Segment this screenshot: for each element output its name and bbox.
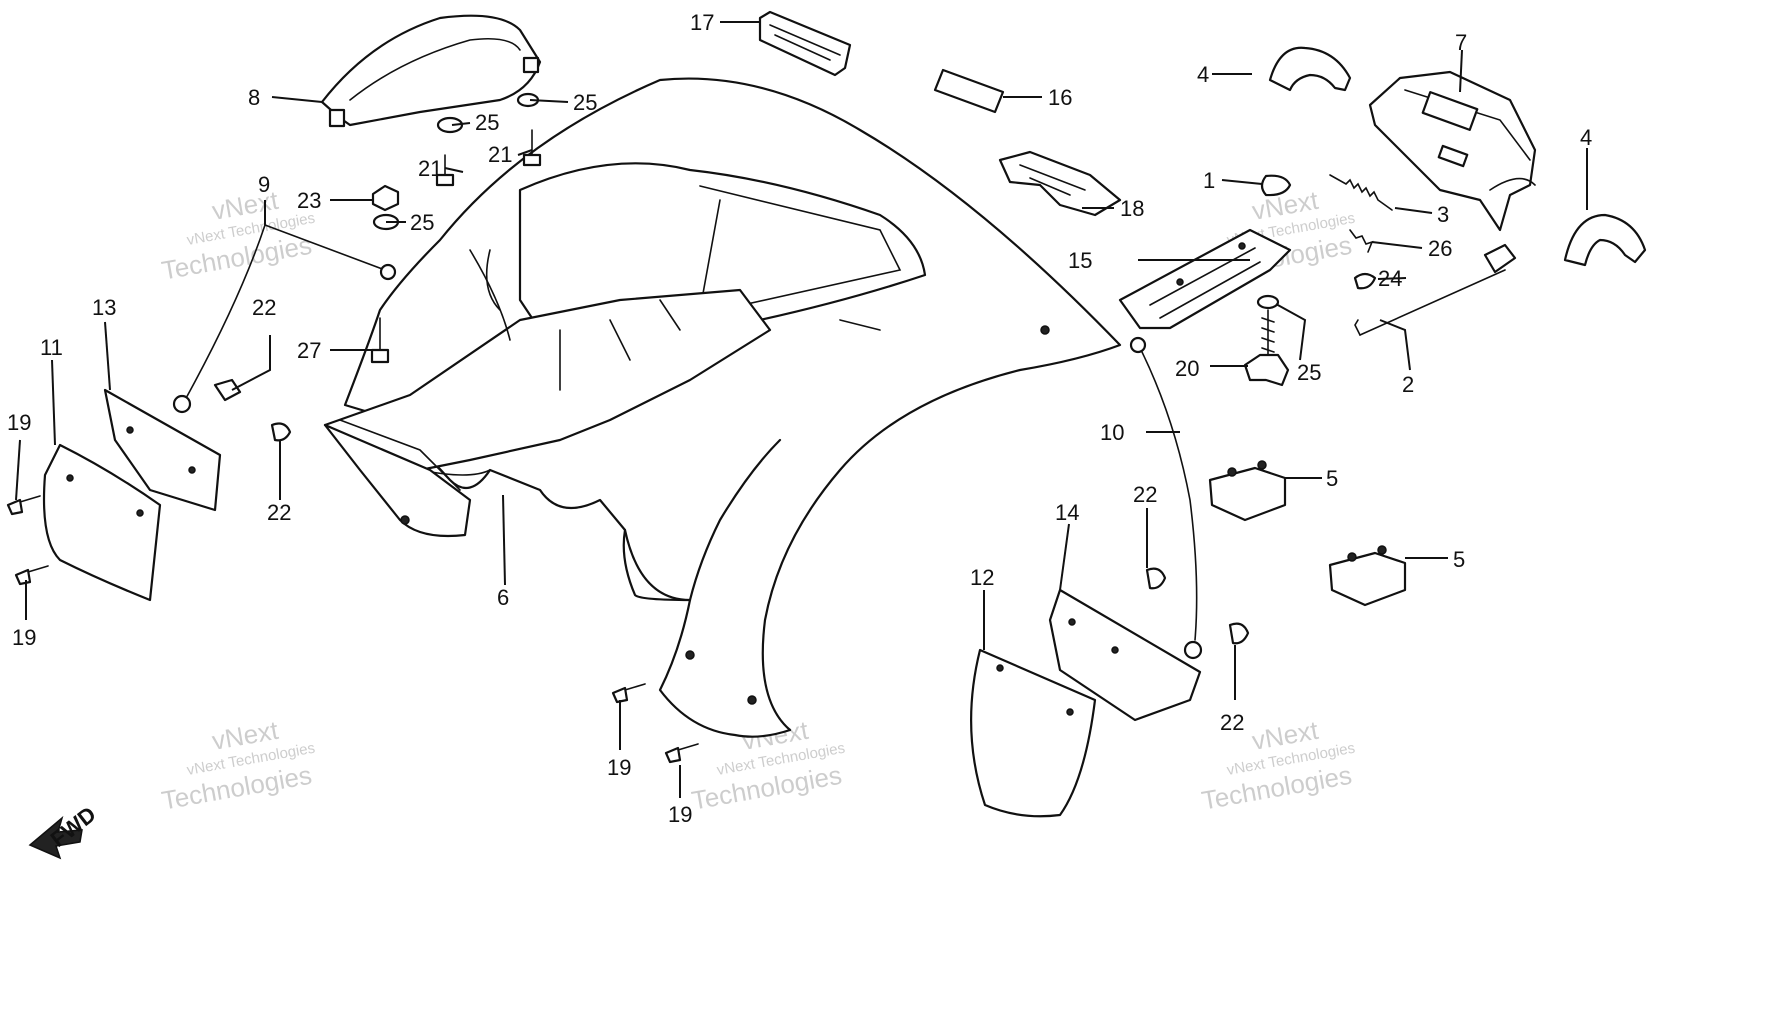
part-label-16: 16 xyxy=(1048,85,1072,110)
part-2-drawing xyxy=(1354,243,1517,336)
part-label-13: 13 xyxy=(92,295,116,320)
part-label-9: 9 xyxy=(258,172,270,197)
part-label-17: 17 xyxy=(690,10,714,35)
part-20-clamp-drawing xyxy=(1243,353,1290,387)
part-label-6: 6 xyxy=(497,585,509,610)
part-label-26: 26 xyxy=(1428,236,1452,261)
watermark: vNext Technologies vNext Technologies xyxy=(159,715,316,816)
part-labels: 17 8 25 25 21 21 23 25 9 27 22 22 13 11 … xyxy=(7,10,1592,827)
rear-fender-drawing xyxy=(323,77,1122,738)
part-13-drawing xyxy=(103,388,222,512)
part-label-10: 10 xyxy=(1100,420,1124,445)
part-label-14: 14 xyxy=(1055,500,1079,525)
part-label-5: 5 xyxy=(1453,547,1465,572)
part-label-25: 25 xyxy=(1297,360,1321,385)
part-label-19: 19 xyxy=(12,625,36,650)
part-label-8: 8 xyxy=(248,85,260,110)
part-14-drawing xyxy=(1048,588,1202,722)
part-26-drawing xyxy=(1349,229,1374,253)
part-label-5: 5 xyxy=(1326,466,1338,491)
part-label-22: 22 xyxy=(1220,710,1244,735)
part-label-20: 20 xyxy=(1175,356,1199,381)
part-label-19: 19 xyxy=(7,410,31,435)
part-4b-drawing xyxy=(1563,213,1647,267)
part-7-drawing xyxy=(1368,70,1537,232)
part-12-drawing xyxy=(970,648,1097,818)
part-label-24: 24 xyxy=(1378,266,1402,291)
forward-indicator: FWD xyxy=(28,801,101,860)
part-label-3: 3 xyxy=(1437,202,1449,227)
part-label-2: 2 xyxy=(1402,372,1414,397)
leader-lines xyxy=(15,21,1588,798)
part-9-drawing xyxy=(172,224,397,414)
part-label-19: 19 xyxy=(668,802,692,827)
part-label-22: 22 xyxy=(267,500,291,525)
part-20-stud-drawing xyxy=(1261,309,1275,361)
forward-arrow-icon xyxy=(28,815,83,860)
part-label-25: 25 xyxy=(410,210,434,235)
part-label-21: 21 xyxy=(488,142,512,167)
part-label-22: 22 xyxy=(1133,482,1157,507)
part-label-11: 11 xyxy=(40,335,63,360)
part-24-drawing xyxy=(1353,272,1377,290)
part-3-drawing xyxy=(1329,174,1393,211)
forward-label: FWD xyxy=(46,801,101,852)
part-label-22: 22 xyxy=(252,295,276,320)
part-label-25: 25 xyxy=(573,90,597,115)
part-10-drawing xyxy=(1129,336,1203,660)
part-label-4: 4 xyxy=(1197,62,1209,87)
part-16-drawing xyxy=(933,68,1005,114)
part-label-21: 21 xyxy=(418,156,442,181)
part-11-drawing xyxy=(42,443,162,602)
watermark: vNext Technologies vNext Technologies xyxy=(1199,715,1356,816)
part-15-drawing xyxy=(1118,228,1292,330)
part-label-4: 4 xyxy=(1580,125,1592,150)
part-label-27: 27 xyxy=(297,338,321,363)
part-8-drawing xyxy=(320,14,542,128)
part-label-15: 15 xyxy=(1068,248,1092,273)
part-label-1: 1 xyxy=(1203,168,1215,193)
part-label-19: 19 xyxy=(607,755,631,780)
part-label-18: 18 xyxy=(1120,196,1144,221)
part-5b-drawing xyxy=(1328,545,1407,607)
part-label-23: 23 xyxy=(297,188,321,213)
part-25-washer-drawing xyxy=(1256,294,1280,310)
part-label-25: 25 xyxy=(475,110,499,135)
part-18-drawing xyxy=(998,150,1122,217)
part-17-drawing xyxy=(758,10,852,77)
part-label-7: 7 xyxy=(1455,30,1467,55)
part-4a-drawing xyxy=(1268,46,1352,92)
part-label-12: 12 xyxy=(970,565,994,590)
part-5a-drawing xyxy=(1208,460,1287,522)
part-1-drawing xyxy=(1260,174,1292,197)
